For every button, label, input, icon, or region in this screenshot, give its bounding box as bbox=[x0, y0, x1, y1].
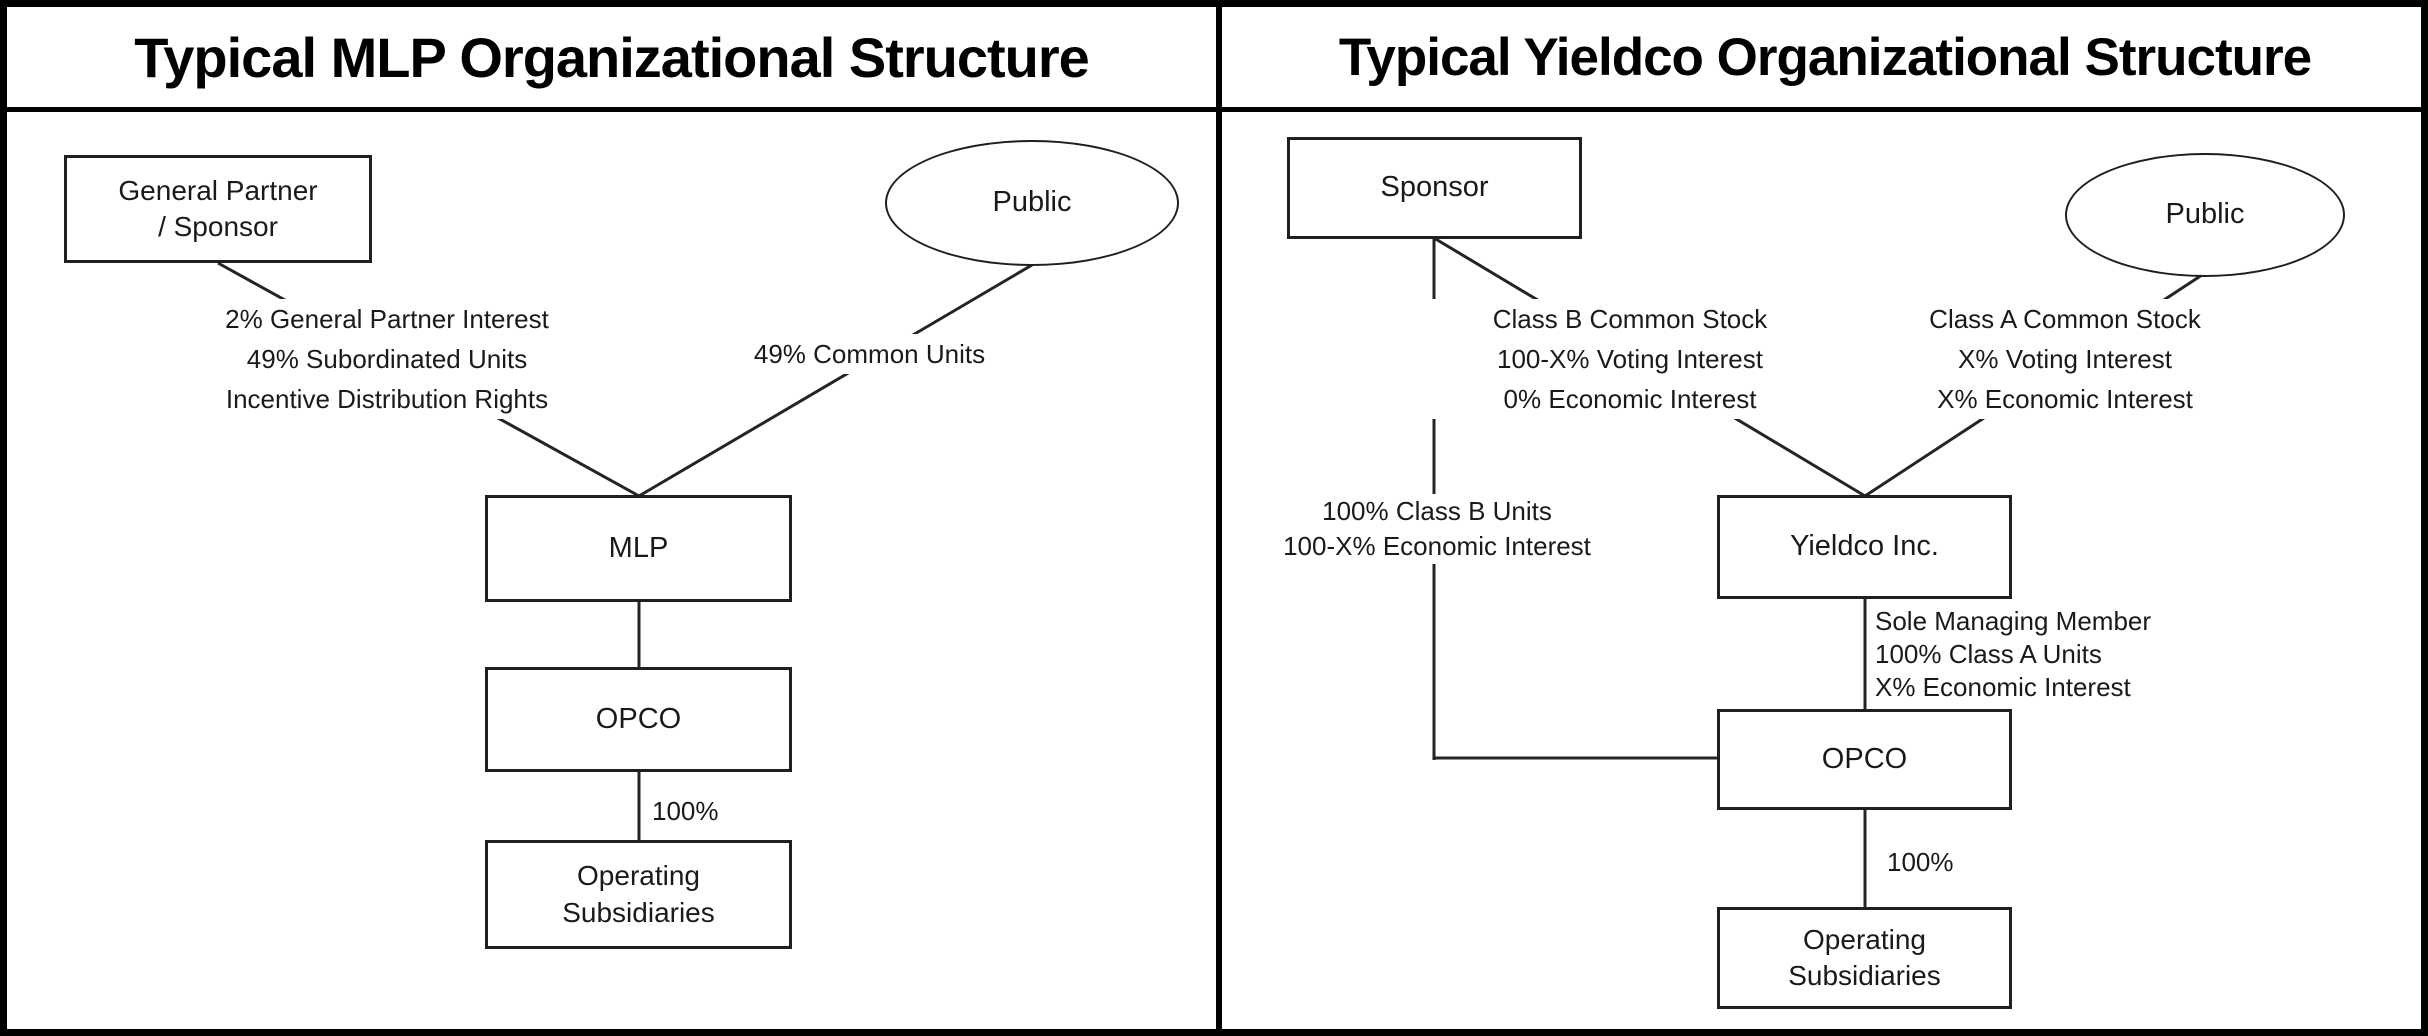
right-panel-title: Typical Yieldco Organizational Structure bbox=[1338, 28, 2312, 87]
public-ellipse-left: Public bbox=[885, 140, 1179, 266]
operating-subsidiaries-box-right: Operating Subsidiaries bbox=[1717, 907, 2012, 1009]
sponsor-box: Sponsor bbox=[1287, 137, 1582, 239]
opco-box-right: OPCO bbox=[1717, 709, 2012, 810]
panel-divider-line bbox=[1216, 7, 1222, 1029]
pct-label-left: 100% bbox=[652, 796, 719, 826]
left-panel-title: Typical MLP Organizational Structure bbox=[134, 26, 1090, 89]
mlp-box: MLP bbox=[485, 495, 792, 602]
operating-subsidiaries-box-left: Operating Subsidiaries bbox=[485, 840, 792, 949]
class-a-stock-note: Class A Common Stock X% Voting Interest … bbox=[1860, 299, 2270, 419]
opco-box-left: OPCO bbox=[485, 667, 792, 772]
class-b-stock-note: Class B Common Stock 100-X% Voting Inter… bbox=[1425, 299, 1835, 419]
pct-label-right: 100% bbox=[1887, 847, 1954, 877]
class-b-units-note: 100% Class B Units 100-X% Economic Inter… bbox=[1235, 494, 1639, 564]
general-partner-sponsor-box: General Partner / Sponsor bbox=[64, 155, 372, 263]
gp-interest-note: 2% General Partner Interest 49% Subordin… bbox=[157, 299, 617, 419]
yieldco-inc-box: Yieldco Inc. bbox=[1717, 495, 2012, 599]
managing-member-note: Sole Managing Member 100% Class A Units … bbox=[1875, 606, 2152, 702]
public-ellipse-right: Public bbox=[2065, 153, 2345, 277]
title-separator-line bbox=[7, 107, 2421, 112]
common-units-note: 49% Common Units bbox=[707, 334, 1032, 374]
public-to-mlp-line bbox=[638, 263, 1033, 498]
